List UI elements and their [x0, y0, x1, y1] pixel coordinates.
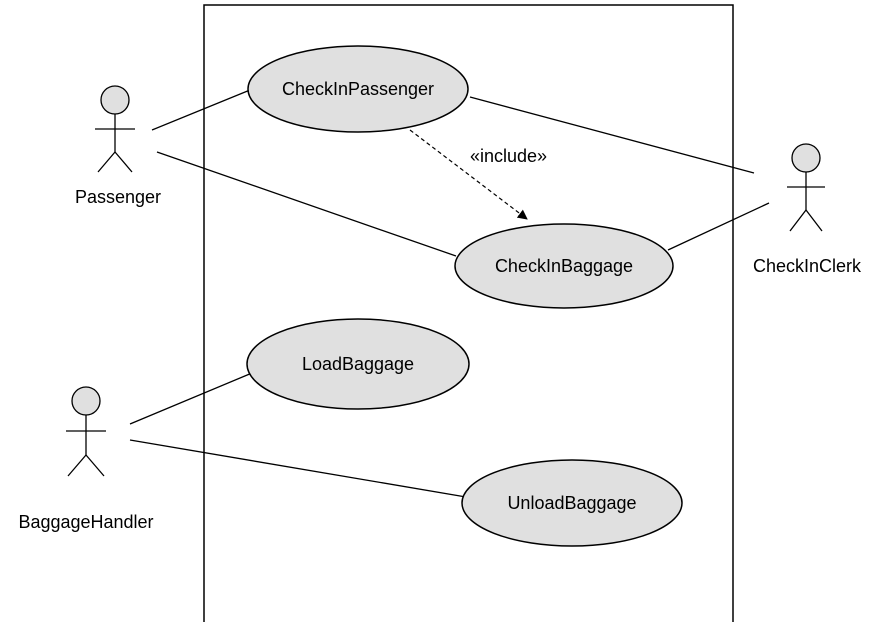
association-baggagehandler-loadbaggage — [129, 372, 253, 425]
use-case-label-checkinpassenger: CheckInPassenger — [282, 79, 434, 99]
actor-baggagehandler[interactable]: BaggageHandler — [18, 386, 154, 532]
system-boundary — [203, 4, 734, 622]
actor-passenger[interactable]: Passenger — [75, 85, 161, 207]
use-case-unloadbaggage[interactable]: UnloadBaggage — [461, 459, 683, 547]
use-case-label-checkinbaggage: CheckInBaggage — [495, 256, 633, 276]
association-checkinbaggage-checkinclerk — [667, 202, 770, 251]
association-checkinpassenger-checkinclerk — [469, 96, 755, 174]
use-case-checkinpassenger[interactable]: CheckInPassenger — [247, 45, 469, 133]
actor-label-baggagehandler: BaggageHandler — [18, 512, 153, 532]
use-case-checkinbaggage[interactable]: CheckInBaggage — [454, 223, 674, 309]
stick-figure-icon — [66, 386, 106, 477]
use-case-label-unloadbaggage: UnloadBaggage — [507, 493, 636, 513]
association-passenger-checkinbaggage — [156, 151, 457, 257]
association-passenger-checkinpassenger — [151, 89, 251, 131]
actor-label-passenger: Passenger — [75, 187, 161, 207]
stick-figure-icon — [787, 143, 825, 232]
stick-figure-icon — [95, 85, 135, 173]
include-label: «include» — [470, 146, 547, 166]
actor-checkinclerk[interactable]: CheckInClerk — [753, 143, 862, 276]
include-dependency-arrow — [409, 129, 528, 220]
association-baggagehandler-unloadbaggage — [129, 439, 467, 498]
actor-label-checkinclerk: CheckInClerk — [753, 256, 862, 276]
use-case-loadbaggage[interactable]: LoadBaggage — [246, 318, 470, 410]
use-case-label-loadbaggage: LoadBaggage — [302, 354, 414, 374]
